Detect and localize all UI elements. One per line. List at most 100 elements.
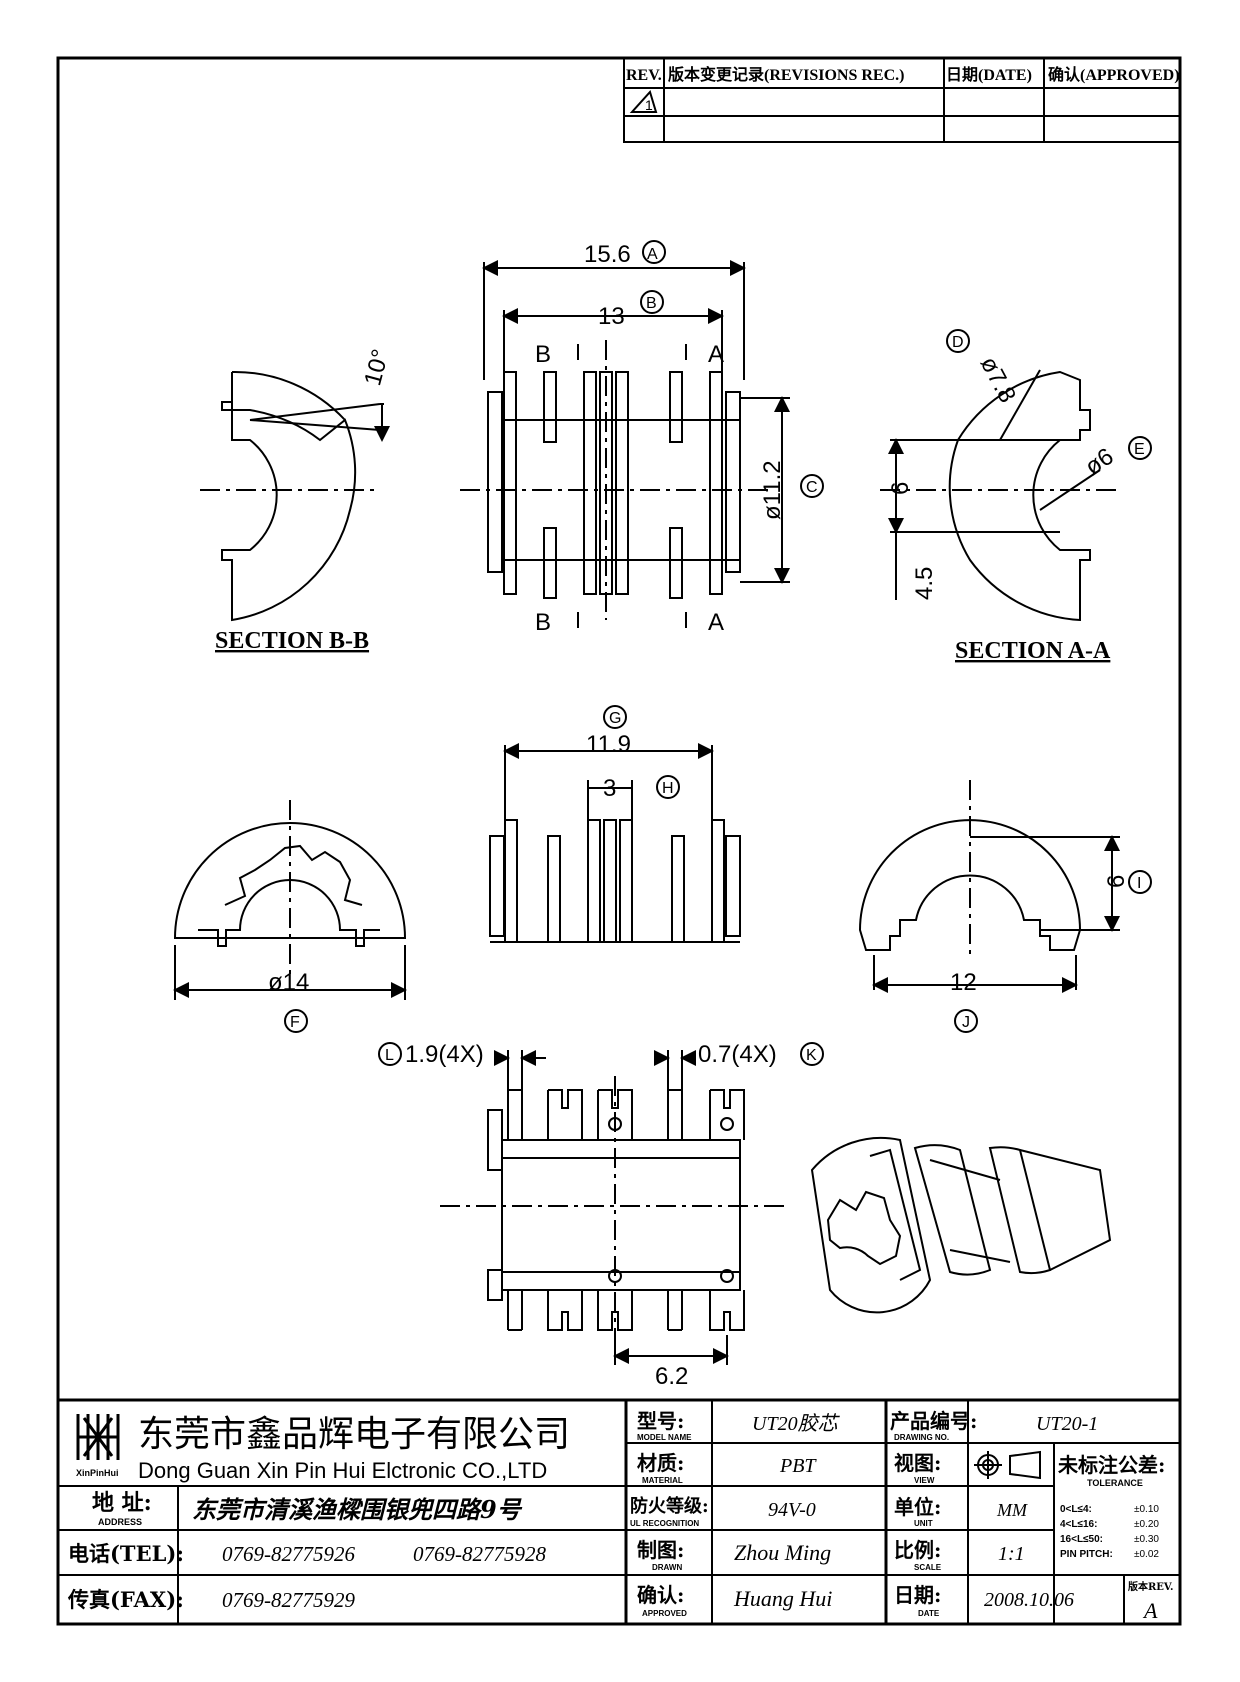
tolerance-label: 未标注公差:: [1058, 1453, 1165, 1477]
cut-b-top: B: [535, 341, 551, 368]
tel-label: 电话(TEL):: [68, 1541, 184, 1566]
approved-value: Huang Hui: [733, 1586, 832, 1611]
model-label-en: MODEL NAME: [637, 1433, 692, 1442]
dim-c-tag: C: [806, 479, 818, 496]
section-bb-label: SECTION B-B: [215, 628, 369, 654]
tol-range-4: PIN PITCH:: [1060, 1549, 1113, 1560]
drawn-label-en: DRAWN: [652, 1563, 682, 1572]
projection-symbol-icon: [974, 1450, 1041, 1480]
cut-a-bottom: A: [708, 609, 724, 636]
tol-range-2: 4<L≤16:: [1060, 1519, 1097, 1530]
tel-value-1: 0769-82775926: [222, 1542, 355, 1566]
tag-e-icon: [1128, 436, 1152, 460]
tol-range-3: 16<L≤50:: [1060, 1534, 1103, 1545]
dim-four-five: 4.5: [911, 567, 938, 600]
tag-i-icon: [1128, 870, 1152, 894]
dim-d-tag: D: [952, 334, 964, 351]
drawn-value: Zhou Ming: [734, 1540, 831, 1565]
fax-value: 0769-82775929: [222, 1588, 355, 1612]
scale-value: 1:1: [998, 1543, 1025, 1565]
date-label: 日期:: [894, 1583, 941, 1607]
dim-e-value: ø6: [1080, 443, 1118, 481]
unit-label-en: UNIT: [914, 1519, 933, 1528]
tol-value-1: ±0.10: [1134, 1504, 1159, 1515]
ul-label: 防火等级:: [630, 1495, 709, 1517]
dim-f-tag: F: [290, 1014, 300, 1031]
dim-j-tag: J: [962, 1014, 970, 1031]
drawn-label: 制图:: [637, 1538, 684, 1562]
dim-a-tag: A: [647, 246, 658, 263]
tag-b-icon: [640, 290, 664, 314]
top-view-bottom: [440, 1050, 790, 1365]
company-logo-text: XinPinHui: [76, 1468, 119, 1478]
rev-header-date: 日期(DATE): [946, 65, 1032, 84]
tag-j-icon: [954, 1009, 978, 1033]
approved-label-en: APPROVED: [642, 1609, 687, 1618]
view-label: 视图:: [894, 1451, 941, 1475]
drawing-no-label: 产品编号:: [890, 1409, 977, 1433]
company-logo: [76, 1414, 120, 1460]
material-value: PBT: [779, 1455, 817, 1477]
dim-i-tag: I: [1137, 875, 1141, 892]
address-label: 地 址:: [92, 1490, 152, 1516]
tag-a-icon: [642, 240, 666, 264]
dim-l-tag: L: [385, 1047, 394, 1064]
material-label-en: MATERIAL: [642, 1476, 683, 1485]
company-name-en: Dong Guan Xin Pin Hui Elctronic CO.,LTD: [138, 1458, 547, 1483]
tag-h-icon: [656, 775, 680, 799]
fax-label: 传真(FAX):: [67, 1587, 184, 1612]
date-value: 2008.10.06: [984, 1589, 1074, 1611]
rev-header-rev: REV.: [626, 67, 662, 84]
ul-value: 94V-0: [768, 1499, 816, 1521]
section-aa-label: SECTION A-A: [955, 638, 1111, 664]
rev-header-approved: 确认(APPROVED): [1048, 65, 1180, 84]
cut-b-bottom: B: [535, 609, 551, 636]
tag-l-icon: [378, 1042, 402, 1066]
dim-e-tag: E: [1134, 441, 1145, 458]
isometric-view: [810, 1137, 1112, 1314]
model-value: UT20胶芯: [752, 1413, 841, 1435]
model-label: 型号:: [637, 1409, 684, 1433]
rev-header-record: 版本变更记录(REVISIONS REC.): [667, 65, 904, 84]
tag-f-icon: [284, 1009, 308, 1033]
material-label: 材质:: [637, 1451, 684, 1475]
title-block-grid: [56, 1398, 1182, 1626]
unit-label: 单位:: [894, 1495, 941, 1519]
tol-range-1: 0<L≤4:: [1060, 1504, 1092, 1515]
back-view: [858, 780, 1120, 993]
dim-b-value: 13: [598, 303, 625, 330]
unit-value: MM: [996, 1500, 1028, 1520]
tag-d-icon: [946, 329, 970, 353]
tol-value-3: ±0.30: [1134, 1534, 1159, 1545]
side-view-top: [460, 260, 790, 628]
dim-g-tag: G: [609, 710, 621, 727]
dim-a-value: 15.6: [584, 241, 631, 268]
dim-h-tag: H: [662, 780, 674, 797]
rev-row-symbol: 1: [645, 97, 653, 113]
tol-value-2: ±0.20: [1134, 1519, 1159, 1530]
gear-front-view: [173, 800, 407, 1000]
tag-g-icon: [603, 705, 627, 729]
dim-l-value: 1.9(4X): [405, 1041, 484, 1068]
tolerance-label-en: TOLERANCE: [1087, 1478, 1143, 1488]
section-bb-view: [200, 370, 390, 622]
address-value: 东莞市清溪渔樑围银兜四路9号: [192, 1495, 523, 1524]
rev-value: A: [1142, 1598, 1158, 1623]
view-label-en: VIEW: [914, 1476, 935, 1485]
rev-label: 版本REV.: [1128, 1580, 1173, 1593]
date-label-en: DATE: [918, 1609, 940, 1618]
dim-f-value: ø14: [268, 969, 309, 996]
dim-k-value: 0.7(4X): [698, 1041, 777, 1068]
tol-value-4: ±0.02: [1134, 1549, 1159, 1560]
tel-value-2: 0769-82775928: [413, 1542, 546, 1566]
dim-i-value: 6: [1103, 875, 1130, 888]
address-label-en: ADDRESS: [98, 1517, 142, 1527]
scale-label: 比例:: [894, 1538, 941, 1562]
company-name-cn: 东莞市鑫品辉电子有限公司: [138, 1414, 570, 1455]
revision-table: [623, 57, 1181, 143]
drawing-no-label-en: DRAWING NO.: [894, 1433, 949, 1442]
ul-label-en: UL RECOGNITION: [630, 1519, 699, 1528]
tag-c-icon: [800, 474, 824, 498]
drawing-no-value: UT20-1: [1036, 1413, 1098, 1435]
